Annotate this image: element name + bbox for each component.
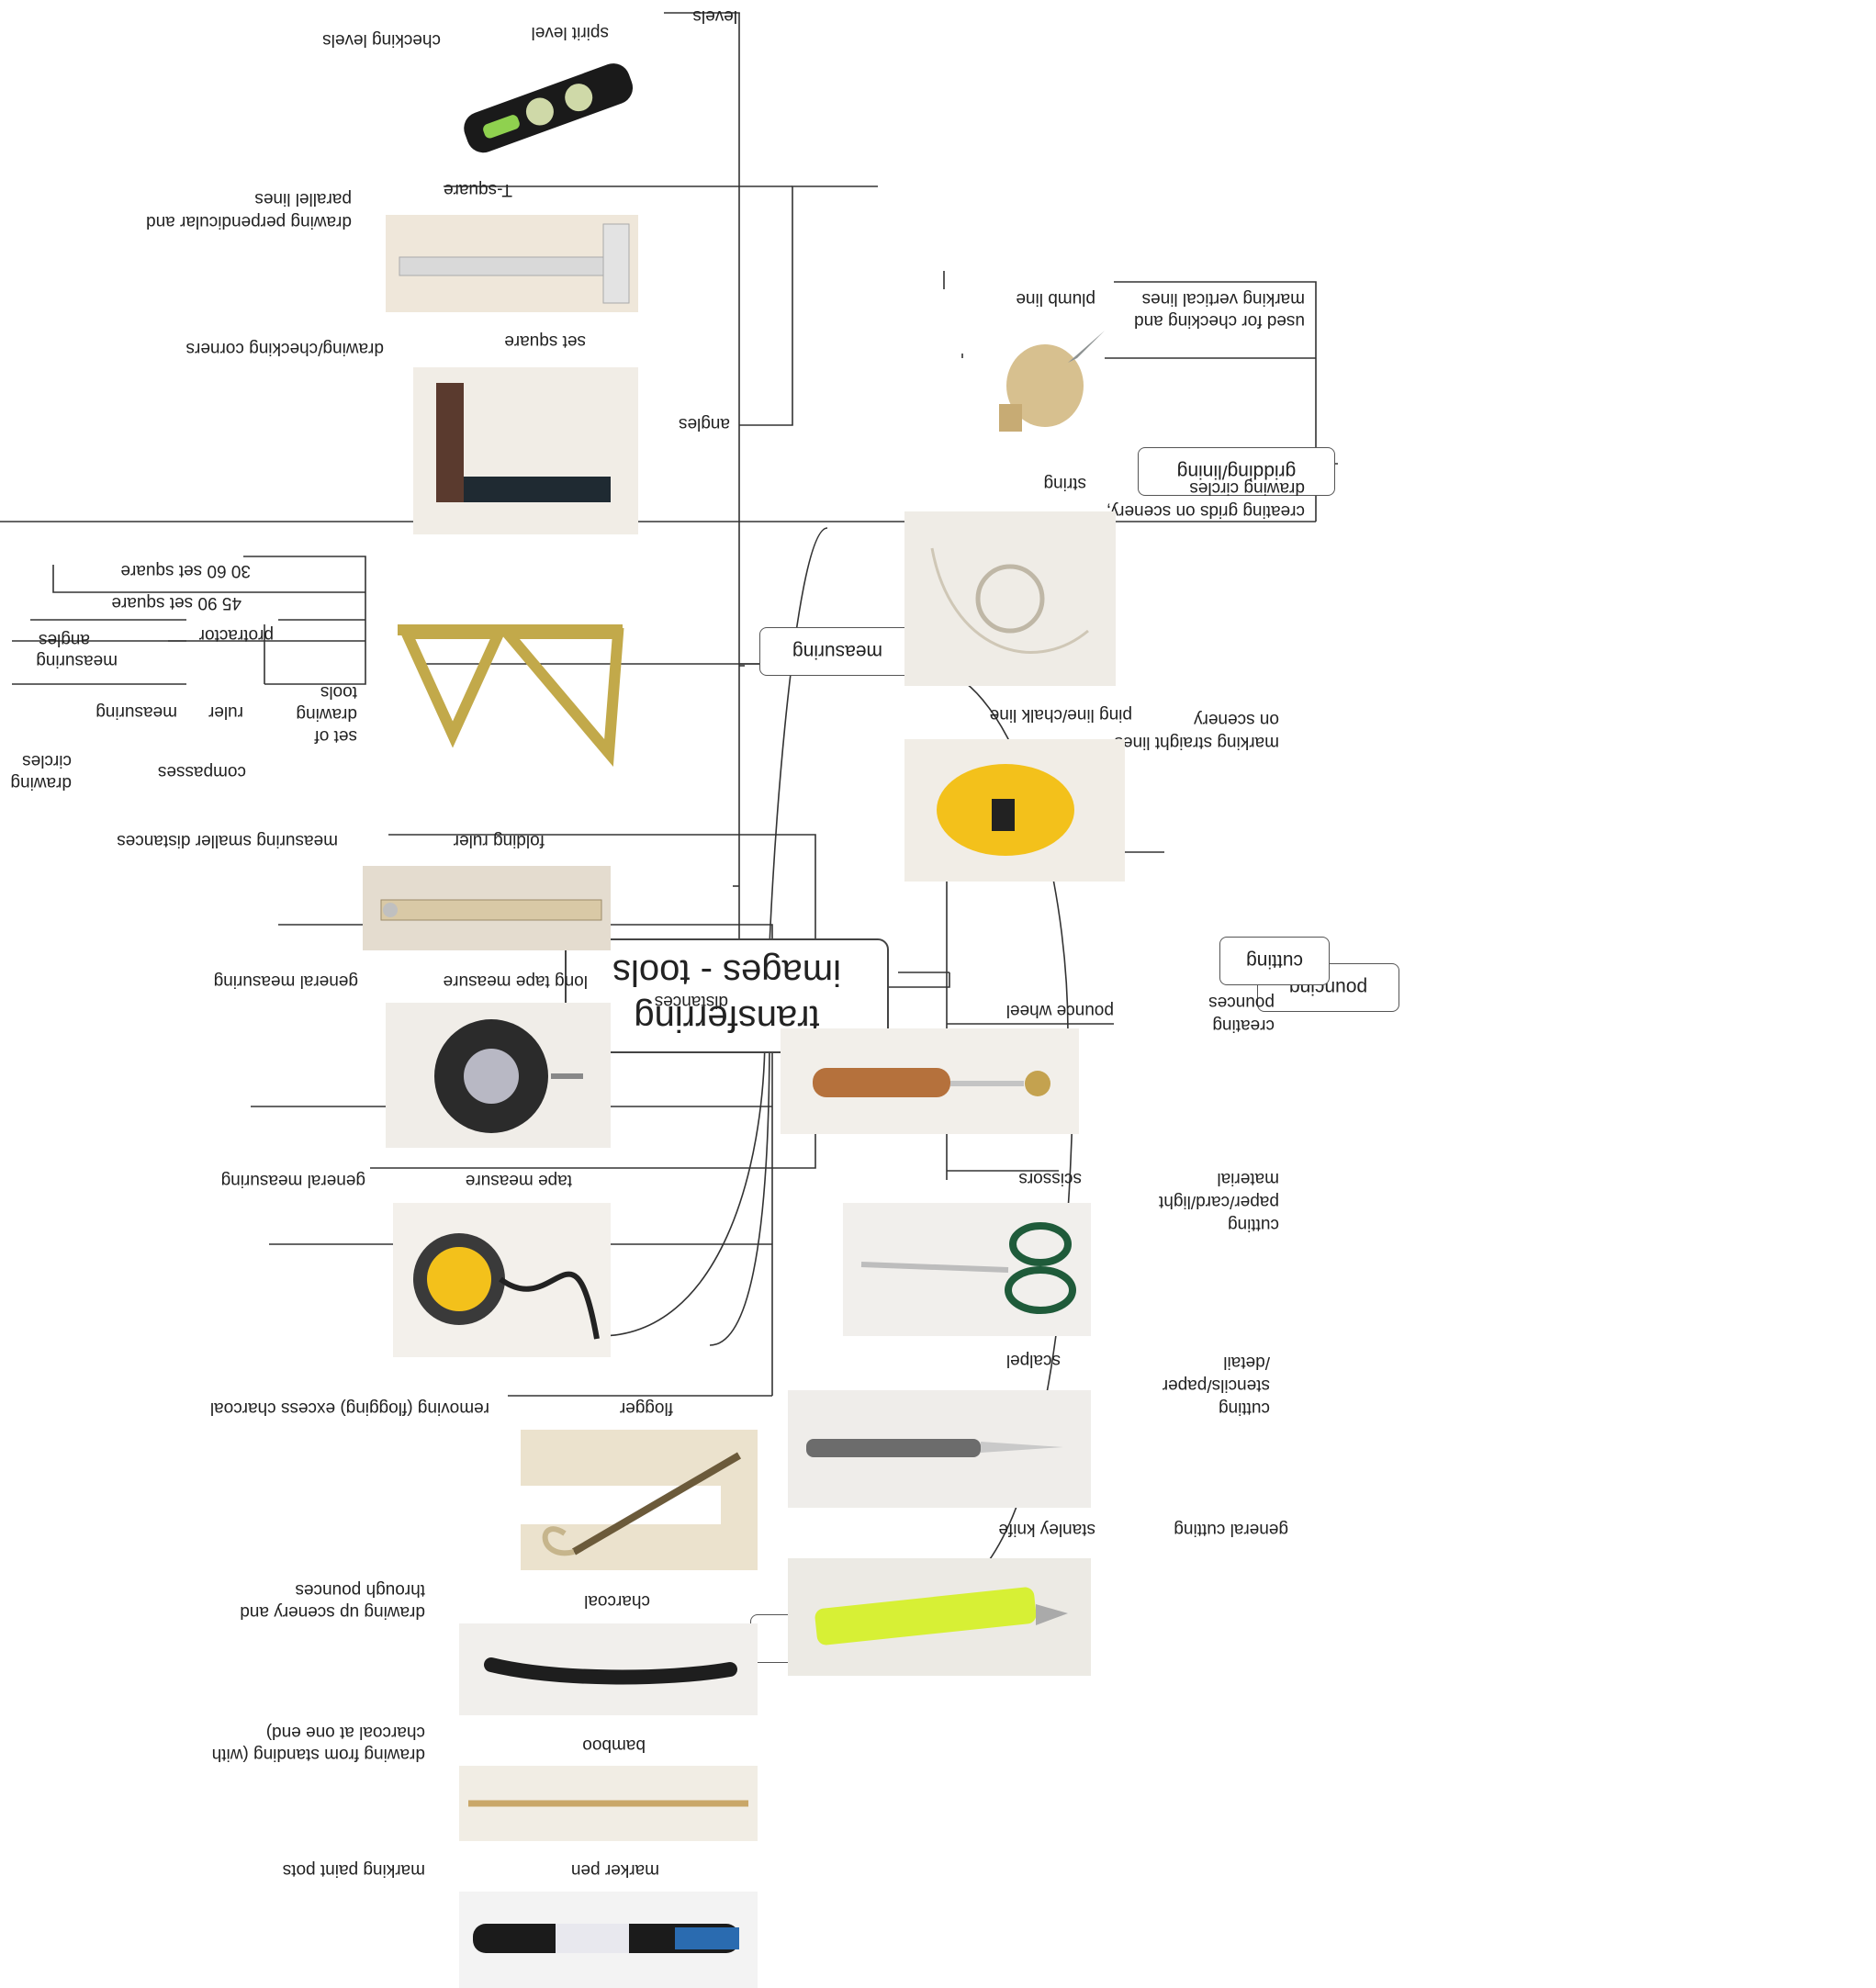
note-tape-measure: general measuring — [221, 1169, 365, 1191]
node-distances[interactable]: distances — [655, 990, 728, 1012]
branch-cutting[interactable]: cutting — [1219, 937, 1330, 985]
node-string[interactable]: string — [1044, 472, 1086, 494]
note-compasses-1: drawing — [10, 771, 72, 793]
note-charcoal-1: drawing up scenery and — [240, 1601, 425, 1623]
note-pounce-2: pounces — [1208, 991, 1275, 1013]
node-flogger[interactable]: flogger — [620, 1397, 673, 1419]
chalk-line-photo — [904, 739, 1125, 882]
note-plumb-1: used for checking and — [1134, 309, 1305, 331]
note-set-square: drawing/checking corners — [186, 337, 384, 359]
node-set-of-tools-2[interactable]: drawing — [296, 702, 357, 724]
note-protractor-2: angles — [39, 628, 90, 650]
note-flogger: removing (flogging) excess charcoal — [210, 1397, 489, 1419]
note-protractor-1: measuring — [36, 649, 118, 671]
note-compasses-2: circles — [22, 749, 72, 771]
node-stanley-knife[interactable]: stanley knife — [998, 1518, 1095, 1540]
flogger-photo — [521, 1430, 758, 1570]
node-folding-ruler[interactable]: folding ruler — [454, 829, 545, 851]
note-scissors-1: cutting — [1228, 1213, 1279, 1235]
branch-measuring[interactable]: measuring — [759, 627, 916, 676]
node-levels[interactable]: levels — [692, 5, 737, 27]
plumb-line-photo — [949, 321, 1132, 459]
node-ruler[interactable]: ruler — [208, 701, 243, 723]
set-square-photo — [413, 367, 638, 534]
folding-ruler-photo — [363, 866, 611, 950]
node-spirit-level[interactable]: spirit level — [532, 21, 609, 43]
node-set-of-tools-1[interactable]: set of — [315, 724, 357, 747]
scissors-photo — [843, 1203, 1091, 1336]
note-checking-levels: checking levels — [322, 28, 441, 51]
note-folding-ruler: measuring smaller distances — [117, 829, 338, 851]
node-plumb-line[interactable]: plumb line — [1016, 287, 1095, 309]
note-scalpel-2: stencils/paper — [1163, 1374, 1270, 1396]
bamboo-photo — [459, 1766, 758, 1841]
note-plumb-2: marking vertical lines — [1142, 287, 1305, 309]
t-square-photo — [386, 215, 638, 312]
node-scalpel[interactable]: scalpel — [1006, 1349, 1061, 1371]
node-angles[interactable]: angles — [679, 412, 730, 434]
spirit-level-photo — [453, 60, 646, 161]
note-stanley: general cutting — [1174, 1518, 1288, 1540]
central-title-line2: images - tools — [612, 950, 841, 996]
charcoal-photo — [459, 1623, 758, 1715]
note-marker-pen: marking paint pots — [283, 1859, 425, 1881]
node-marker-pen[interactable]: marker pen — [571, 1859, 659, 1881]
note-ruler: measuring — [95, 701, 177, 723]
note-scalpel-1: cutting — [1219, 1397, 1270, 1419]
node-long-tape-measure[interactable]: long tape measure — [444, 970, 588, 992]
node-set-square[interactable]: set square — [504, 330, 586, 352]
node-compasses[interactable]: compasses — [158, 760, 246, 782]
marker-pen-photo — [459, 1892, 758, 1988]
drawing-tools-photo — [388, 620, 636, 771]
note-t-square-1: drawing perpendicular and — [146, 210, 352, 232]
node-protractor[interactable]: protractor — [199, 623, 274, 646]
note-ping-1: marking straight lines — [1114, 731, 1279, 753]
tape-measure-photo — [393, 1203, 611, 1357]
node-ping-line[interactable]: ping line/chalk line — [990, 703, 1132, 725]
node-pounce-wheel[interactable]: pounce wheel — [1006, 999, 1114, 1021]
note-t-square-2: parallel lines — [254, 187, 352, 209]
note-string-1: creating grids on scenery, — [1107, 500, 1305, 522]
note-bamboo-2: charcoal at one end) — [266, 1721, 425, 1743]
node-45-90-set-square[interactable]: 45 90 set square — [111, 591, 242, 613]
node-scissors[interactable]: scissors — [1018, 1167, 1082, 1189]
stanley-knife-photo — [788, 1558, 1091, 1676]
node-charcoal[interactable]: charcoal — [584, 1589, 650, 1612]
node-30-60-set-square[interactable]: 30 60 set square — [120, 559, 251, 581]
note-scissors-3: material — [1217, 1167, 1279, 1189]
node-t-square[interactable]: T-square — [444, 178, 512, 200]
note-scalpel-3: /detail — [1223, 1351, 1270, 1373]
note-ping-2: on scenery — [1194, 708, 1279, 730]
long-tape-photo — [386, 1003, 611, 1148]
node-bamboo[interactable]: bamboo — [582, 1734, 646, 1756]
note-pounce-1: creating — [1212, 1014, 1275, 1036]
note-bamboo-1: drawing from standing (with — [212, 1743, 425, 1765]
string-photo — [904, 511, 1116, 686]
scalpel-photo — [788, 1390, 1091, 1508]
note-charcoal-2: through pounces — [295, 1578, 425, 1601]
note-scissors-2: paper/card/light — [1159, 1190, 1279, 1212]
note-long-tape: general measuring — [214, 970, 358, 992]
node-set-of-tools-3[interactable]: tools — [320, 680, 357, 702]
note-string-2: drawing circles — [1189, 477, 1305, 499]
node-tape-measure[interactable]: tape measure — [466, 1169, 572, 1191]
pounce-wheel-photo — [781, 1028, 1079, 1134]
